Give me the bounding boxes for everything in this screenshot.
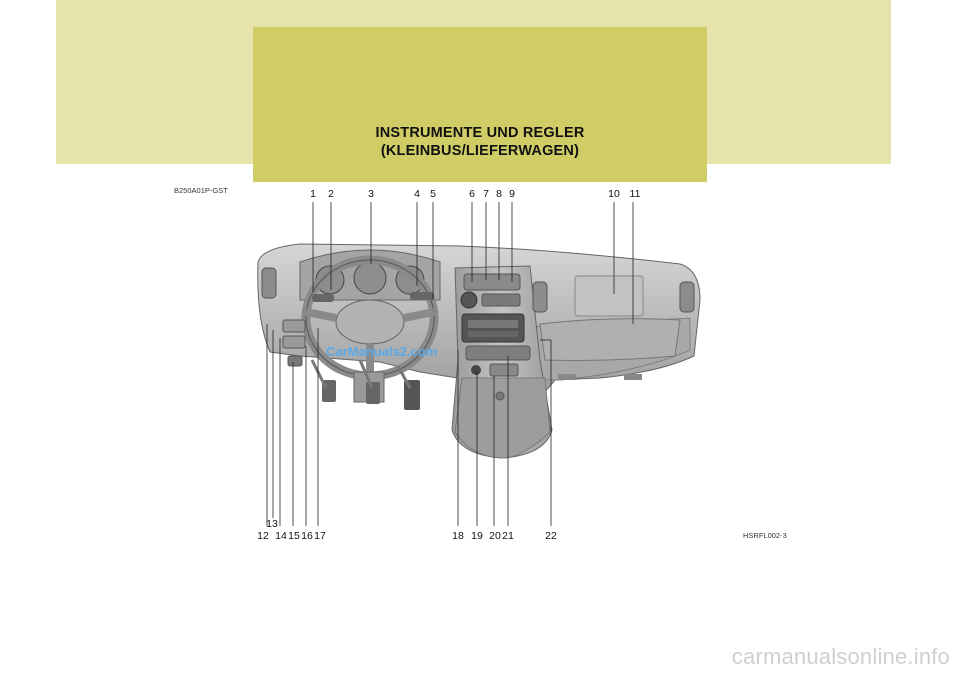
callout-9: 9 [509,188,515,200]
reference-code-right: HSRFL002-3 [743,531,787,540]
callout-leader-lines [266,202,634,526]
callout-13: 13 [266,518,278,530]
callout-14: 14 [275,530,287,542]
page-title: INSTRUMENTE UND REGLER [375,125,585,141]
callout-7: 7 [483,188,489,200]
callout-19: 19 [471,530,483,542]
diagram-watermark: CarManuals2.com [326,344,437,359]
callout-16: 16 [301,530,313,542]
callout-18: 18 [452,530,464,542]
callouts-bottom: 13 12 14 15 16 17 18 19 20 21 22 [257,518,557,542]
callout-17: 17 [314,530,326,542]
callout-22: 22 [545,530,557,542]
callout-4: 4 [414,188,420,200]
page-subtitle: (KLEINBUS/LIEFERWAGEN) [380,143,580,159]
callout-1: 1 [310,188,316,200]
callout-3: 3 [368,188,374,200]
callout-20: 20 [489,530,501,542]
dashboard-illustration [257,243,701,459]
callout-2: 2 [328,188,334,200]
callout-15: 15 [288,530,300,542]
callout-10: 10 [608,188,620,200]
callout-11: 11 [630,188,641,200]
callout-8: 8 [496,188,502,200]
title-box: INSTRUMENTE UND REGLER (KLEINBUS/LIEFERW… [253,27,707,182]
callout-5: 5 [430,188,436,200]
callouts-top: 1 2 3 4 5 6 7 8 9 10 11 [310,188,641,200]
footer-watermark: carmanualsonline.info [731,644,950,669]
callout-21: 21 [502,530,514,542]
callout-12: 12 [257,530,269,542]
reference-code-left: B250A01P-GST [174,186,228,195]
callout-6: 6 [469,188,475,200]
